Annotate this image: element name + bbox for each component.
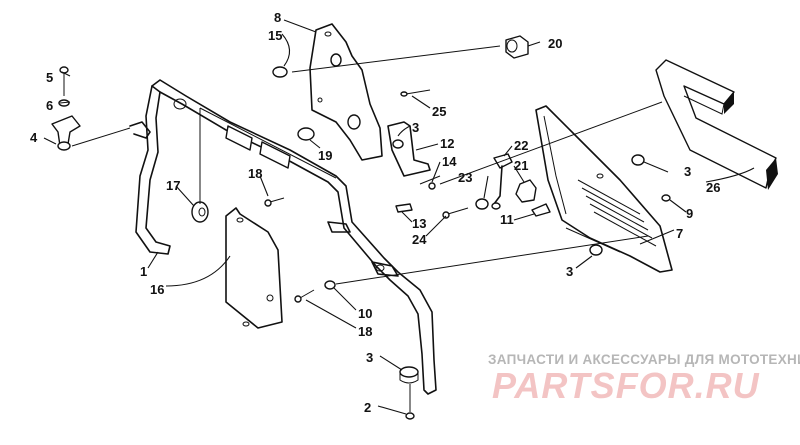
knob-19 xyxy=(297,127,315,141)
mounting-plate-16 xyxy=(225,207,283,329)
leader-lines xyxy=(43,19,755,415)
callout-3-bottom: 3 xyxy=(566,264,573,279)
callout-3-upper: 3 xyxy=(412,120,419,135)
callout-15: 15 xyxy=(268,28,282,43)
clip-assembly xyxy=(51,66,81,151)
callout-25: 25 xyxy=(432,104,446,119)
callout-12: 12 xyxy=(440,136,454,151)
lever-22 xyxy=(475,153,513,210)
callout-21: 21 xyxy=(514,158,528,173)
callout-3-right: 3 xyxy=(684,164,691,179)
callout-10: 10 xyxy=(358,306,372,321)
nut-3-right xyxy=(631,154,645,166)
axis-line-top xyxy=(291,45,501,73)
callout-26: 26 xyxy=(706,180,720,195)
callout-9: 9 xyxy=(686,206,693,221)
callout-2: 2 xyxy=(364,400,371,415)
axis-line-left xyxy=(71,127,131,147)
callout-24: 24 xyxy=(412,232,427,247)
callout-16: 16 xyxy=(150,282,164,297)
bushing-20 xyxy=(505,35,529,59)
callout-22: 22 xyxy=(514,138,528,153)
screw-18-upper xyxy=(264,197,285,207)
callout-3-lower: 3 xyxy=(366,350,373,365)
callout-14: 14 xyxy=(442,154,457,169)
watermark-brand: PARTSFOR.RU xyxy=(492,365,760,406)
screw-9 xyxy=(661,194,671,202)
callout-17: 17 xyxy=(166,178,180,193)
axis-line-mid xyxy=(439,101,663,185)
bracket-12 xyxy=(387,121,431,177)
bushing-21 xyxy=(515,179,537,203)
callout-19: 19 xyxy=(318,148,332,163)
screw-11 xyxy=(531,203,551,217)
screw-14 xyxy=(419,175,441,190)
watermark-tagline: ЗАПЧАСТИ И АКСЕССУАРЫ ДЛЯ МОТОТЕХНИКИ xyxy=(488,352,800,367)
callout-18-lower: 18 xyxy=(358,324,372,339)
callout-18-upper: 18 xyxy=(248,166,262,181)
side-panel-7 xyxy=(535,105,673,273)
callout-23: 23 xyxy=(458,170,472,185)
callout-labels: 8 15 20 5 6 4 25 3 12 19 14 22 21 23 17 … xyxy=(30,10,720,415)
screw-24 xyxy=(442,207,469,219)
screw-18-lower xyxy=(294,280,336,303)
callout-7: 7 xyxy=(676,226,683,241)
callout-20: 20 xyxy=(548,36,562,51)
callout-1: 1 xyxy=(140,264,147,279)
callout-6: 6 xyxy=(46,98,53,113)
callout-13: 13 xyxy=(412,216,426,231)
bracket-8 xyxy=(309,23,383,161)
callout-4: 4 xyxy=(30,130,38,145)
screw-13 xyxy=(395,203,413,213)
nut-3-bottom xyxy=(589,244,603,256)
rod-25 xyxy=(400,89,431,97)
callout-11: 11 xyxy=(500,212,514,227)
bumper-17 xyxy=(191,108,209,223)
watermark: ЗАПЧАСТИ И АКСЕССУАРЫ ДЛЯ МОТОТЕХНИКИ PA… xyxy=(488,352,800,406)
axis-line-low xyxy=(335,235,649,285)
main-tube-frame xyxy=(129,79,437,420)
foam-block-26 xyxy=(655,59,778,190)
callout-5: 5 xyxy=(46,70,53,85)
callout-8: 8 xyxy=(274,10,281,25)
knob-15 xyxy=(272,66,288,78)
